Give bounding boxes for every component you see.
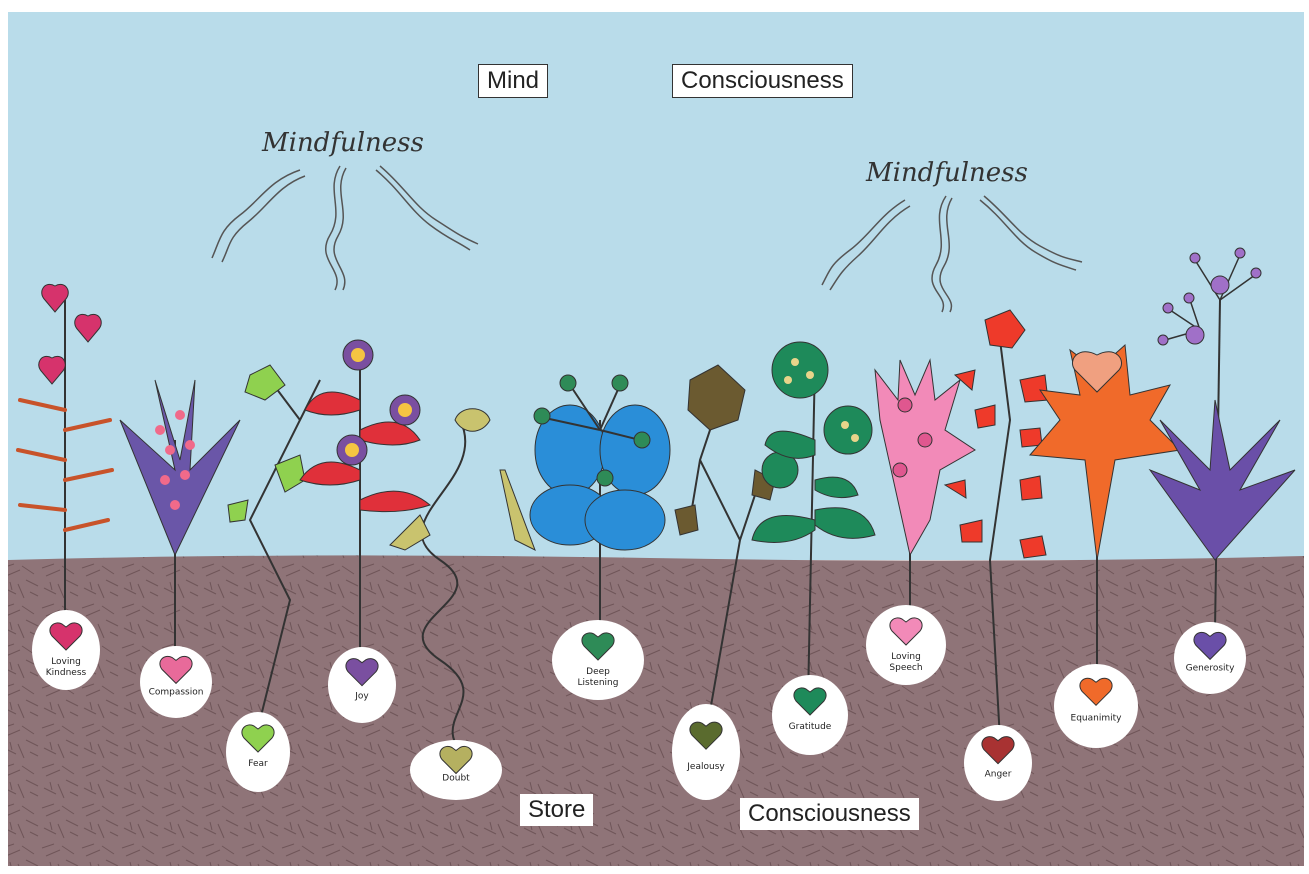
seed-generosity: Generosity xyxy=(1174,622,1246,694)
seed-label: Anger xyxy=(985,769,1012,779)
seed-label: Jealousy xyxy=(686,762,725,772)
seed-label: Doubt xyxy=(442,774,470,784)
seed-label: Kindness xyxy=(46,668,87,678)
label-store: Store xyxy=(520,794,593,826)
seed-label: Loving xyxy=(51,657,81,667)
seed-equanimity: Equanimity xyxy=(1054,664,1138,748)
seed-label: Speech xyxy=(889,663,922,673)
seed-gratitude: Gratitude xyxy=(772,675,848,755)
seed-label: Fear xyxy=(248,759,268,769)
seed-doubt: Doubt xyxy=(410,740,502,800)
seed-blob xyxy=(672,704,740,800)
seed-label: Generosity xyxy=(1186,664,1235,674)
seed-label: Deep xyxy=(586,667,610,677)
seed-jealousy: Jealousy xyxy=(672,704,740,800)
seed-fear: Fear xyxy=(226,712,290,792)
seed-label: Gratitude xyxy=(789,722,832,732)
seed-label: Listening xyxy=(578,678,619,688)
label-consciousness-bottom: Consciousness xyxy=(740,798,919,830)
label-consciousness-top: Consciousness xyxy=(672,64,853,98)
label-mindfulness-left: Mindfulness xyxy=(262,128,424,158)
seed-label: Joy xyxy=(354,691,369,701)
seed-label: Loving xyxy=(891,652,921,662)
seed-compassion: Compassion xyxy=(140,646,212,718)
label-mindfulness-right: Mindfulness xyxy=(866,158,1028,188)
seed-label: Equanimity xyxy=(1071,714,1123,724)
seed-anger: Anger xyxy=(964,725,1032,801)
label-mind: Mind xyxy=(478,64,548,98)
seed-label: Compassion xyxy=(149,688,204,698)
seed-joy: Joy xyxy=(328,647,396,723)
